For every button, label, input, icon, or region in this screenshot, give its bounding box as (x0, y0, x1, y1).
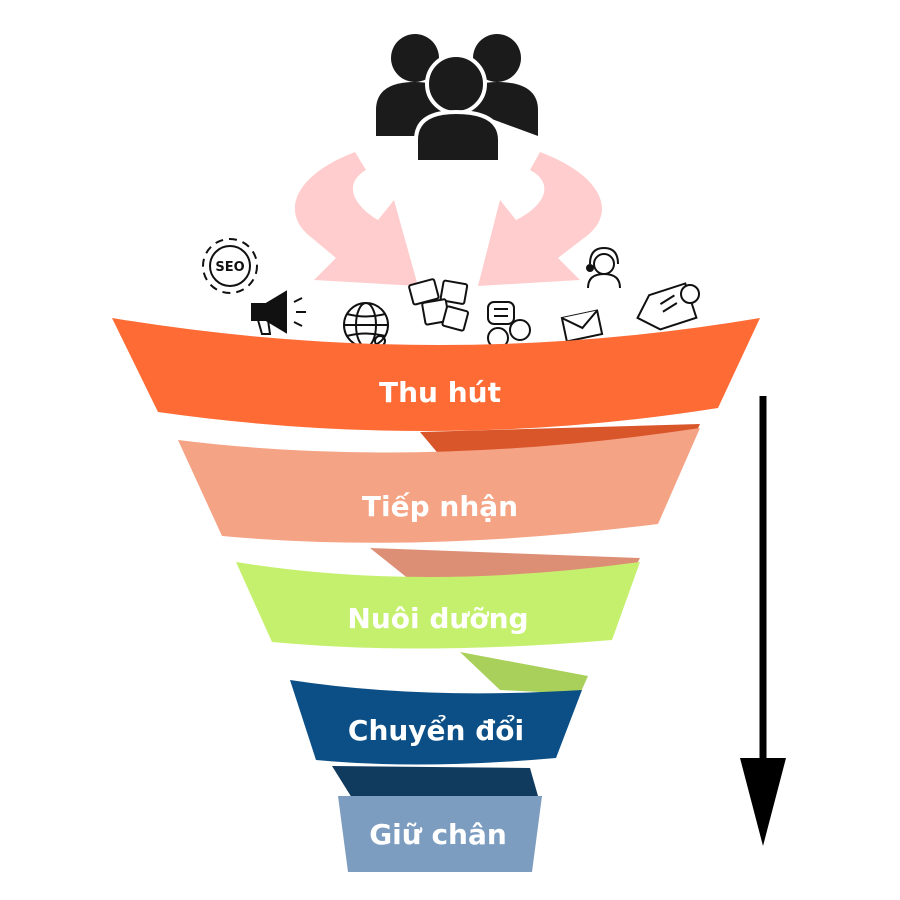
chat-feedback-icon (487, 301, 531, 349)
megaphone-icon (251, 290, 306, 335)
seo-badge: SEO (215, 260, 244, 275)
image-cards-icon (408, 278, 470, 332)
inflow-arrows (294, 152, 602, 286)
funnel-stage-1 (112, 318, 760, 432)
left-curved-arrow (294, 152, 418, 286)
funnel-stage-2 (178, 428, 700, 543)
funnel-stage-label-4: Chuyển đổi (348, 713, 524, 747)
globe-icon (343, 302, 389, 348)
support-agent-icon (586, 246, 621, 289)
funnel-stage-3 (236, 562, 640, 649)
funnel-stage-label-3: Nuôi dưỡng (347, 602, 528, 635)
funnel-stage-5 (338, 796, 542, 872)
seo-gear-icon: SEO (202, 238, 258, 294)
down-arrow (740, 396, 786, 846)
people-group-icon (376, 34, 538, 164)
stage-fold-3 (460, 652, 588, 694)
funnel-stage-4 (290, 680, 582, 765)
price-tag-icon (636, 282, 700, 331)
funnel-stage-label-1: Thu hút (379, 376, 501, 409)
funnel-stage-label-5: Giữ chân (369, 818, 507, 851)
envelope-icon (560, 309, 604, 343)
stage-fold-4 (332, 766, 538, 798)
right-curved-arrow (478, 152, 602, 286)
funnel-stage-label-2: Tiếp nhận (362, 490, 518, 523)
